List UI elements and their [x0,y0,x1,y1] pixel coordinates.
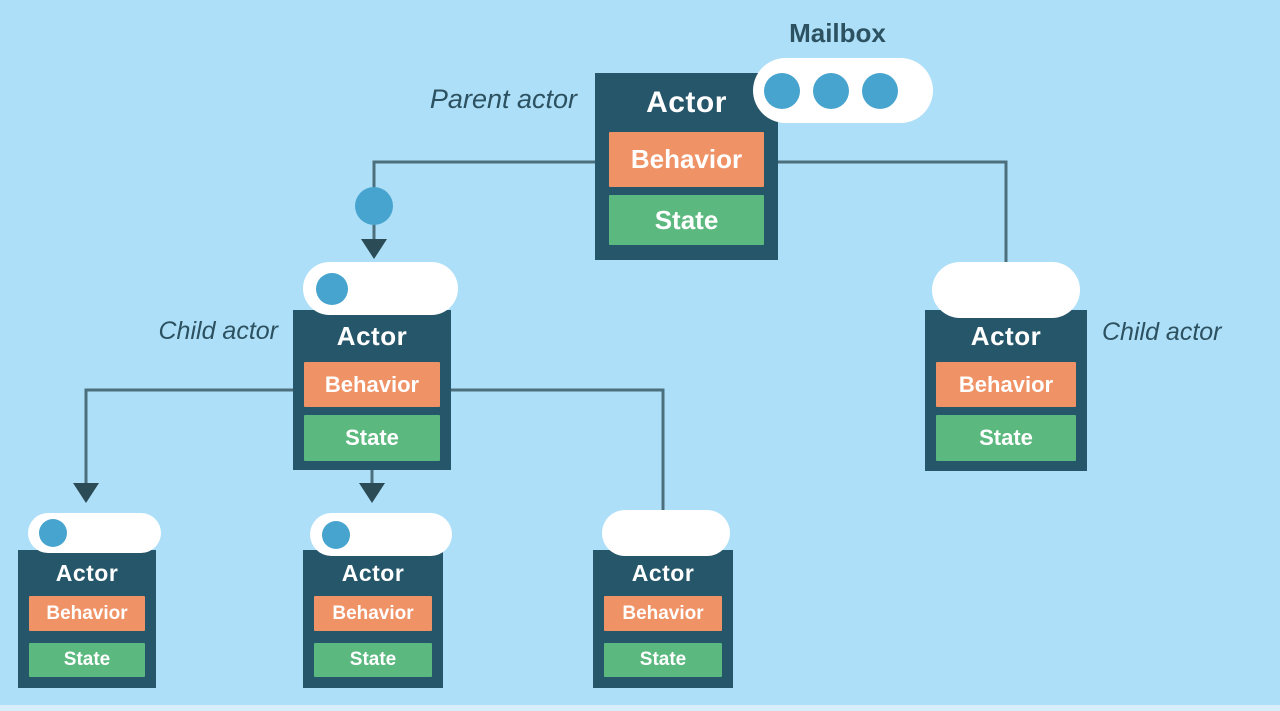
bottom-edge-strip [0,705,1280,711]
actor-title: Actor [970,320,1042,351]
behavior-block: Behavior [604,596,722,631]
state-block: State [29,643,145,677]
actor-card-grandchild-right: Actor Behavior State [593,550,733,688]
message-dot-icon [39,519,67,547]
state-block: State [936,415,1076,461]
mailbox-pill-parent [753,58,933,123]
behavior-block: Behavior [304,362,440,407]
arrow-down-icon [361,239,387,259]
mailbox-pill-grandchild-left [28,513,161,553]
actor-card-child-left: Actor Behavior State [293,310,451,470]
arrow-down-icon [73,483,99,503]
actor-title: Actor [631,559,695,586]
message-dot-icon [813,72,849,109]
state-block: State [314,643,432,677]
state-block: State [609,195,764,245]
child-actor-label-right: Child actor [1102,318,1222,346]
arrow-down-icon [359,483,385,503]
actor-card-grandchild-left: Actor Behavior State [18,550,156,688]
behavior-block: Behavior [609,132,764,187]
mailbox-pill-child-left [303,262,458,315]
mailbox-pill-child-right [932,262,1080,318]
actor-title: Actor [55,559,119,586]
actor-title: Actor [646,85,727,119]
actor-title: Actor [341,559,405,586]
link-child-to-grandchild-right [450,388,665,513]
behavior-block: Behavior [936,362,1076,407]
state-block: State [604,643,722,677]
mailbox-pill-grandchild-right [602,510,730,556]
actor-card-parent: Actor Behavior State [595,73,778,260]
actor-card-child-right: Actor Behavior State [925,310,1087,471]
link-parent-to-left-child [372,160,595,240]
link-parent-to-right-child [778,160,1008,263]
actor-title: Actor [336,320,408,351]
message-in-transit-icon [355,187,393,225]
mailbox-pill-grandchild-middle [310,513,452,556]
parent-actor-label: Parent actor [429,84,577,114]
actor-card-grandchild-middle: Actor Behavior State [303,550,443,688]
state-block: State [304,415,440,461]
mailbox-label: Mailbox [789,18,886,48]
link-child-to-grandchild-left [84,388,293,484]
message-dot-icon [862,72,898,109]
message-dot-icon [322,520,350,549]
behavior-block: Behavior [29,596,145,631]
message-dot-icon [316,272,348,305]
message-dot-icon [764,72,800,109]
child-actor-label-left: Child actor [158,317,279,345]
behavior-block: Behavior [314,596,432,631]
